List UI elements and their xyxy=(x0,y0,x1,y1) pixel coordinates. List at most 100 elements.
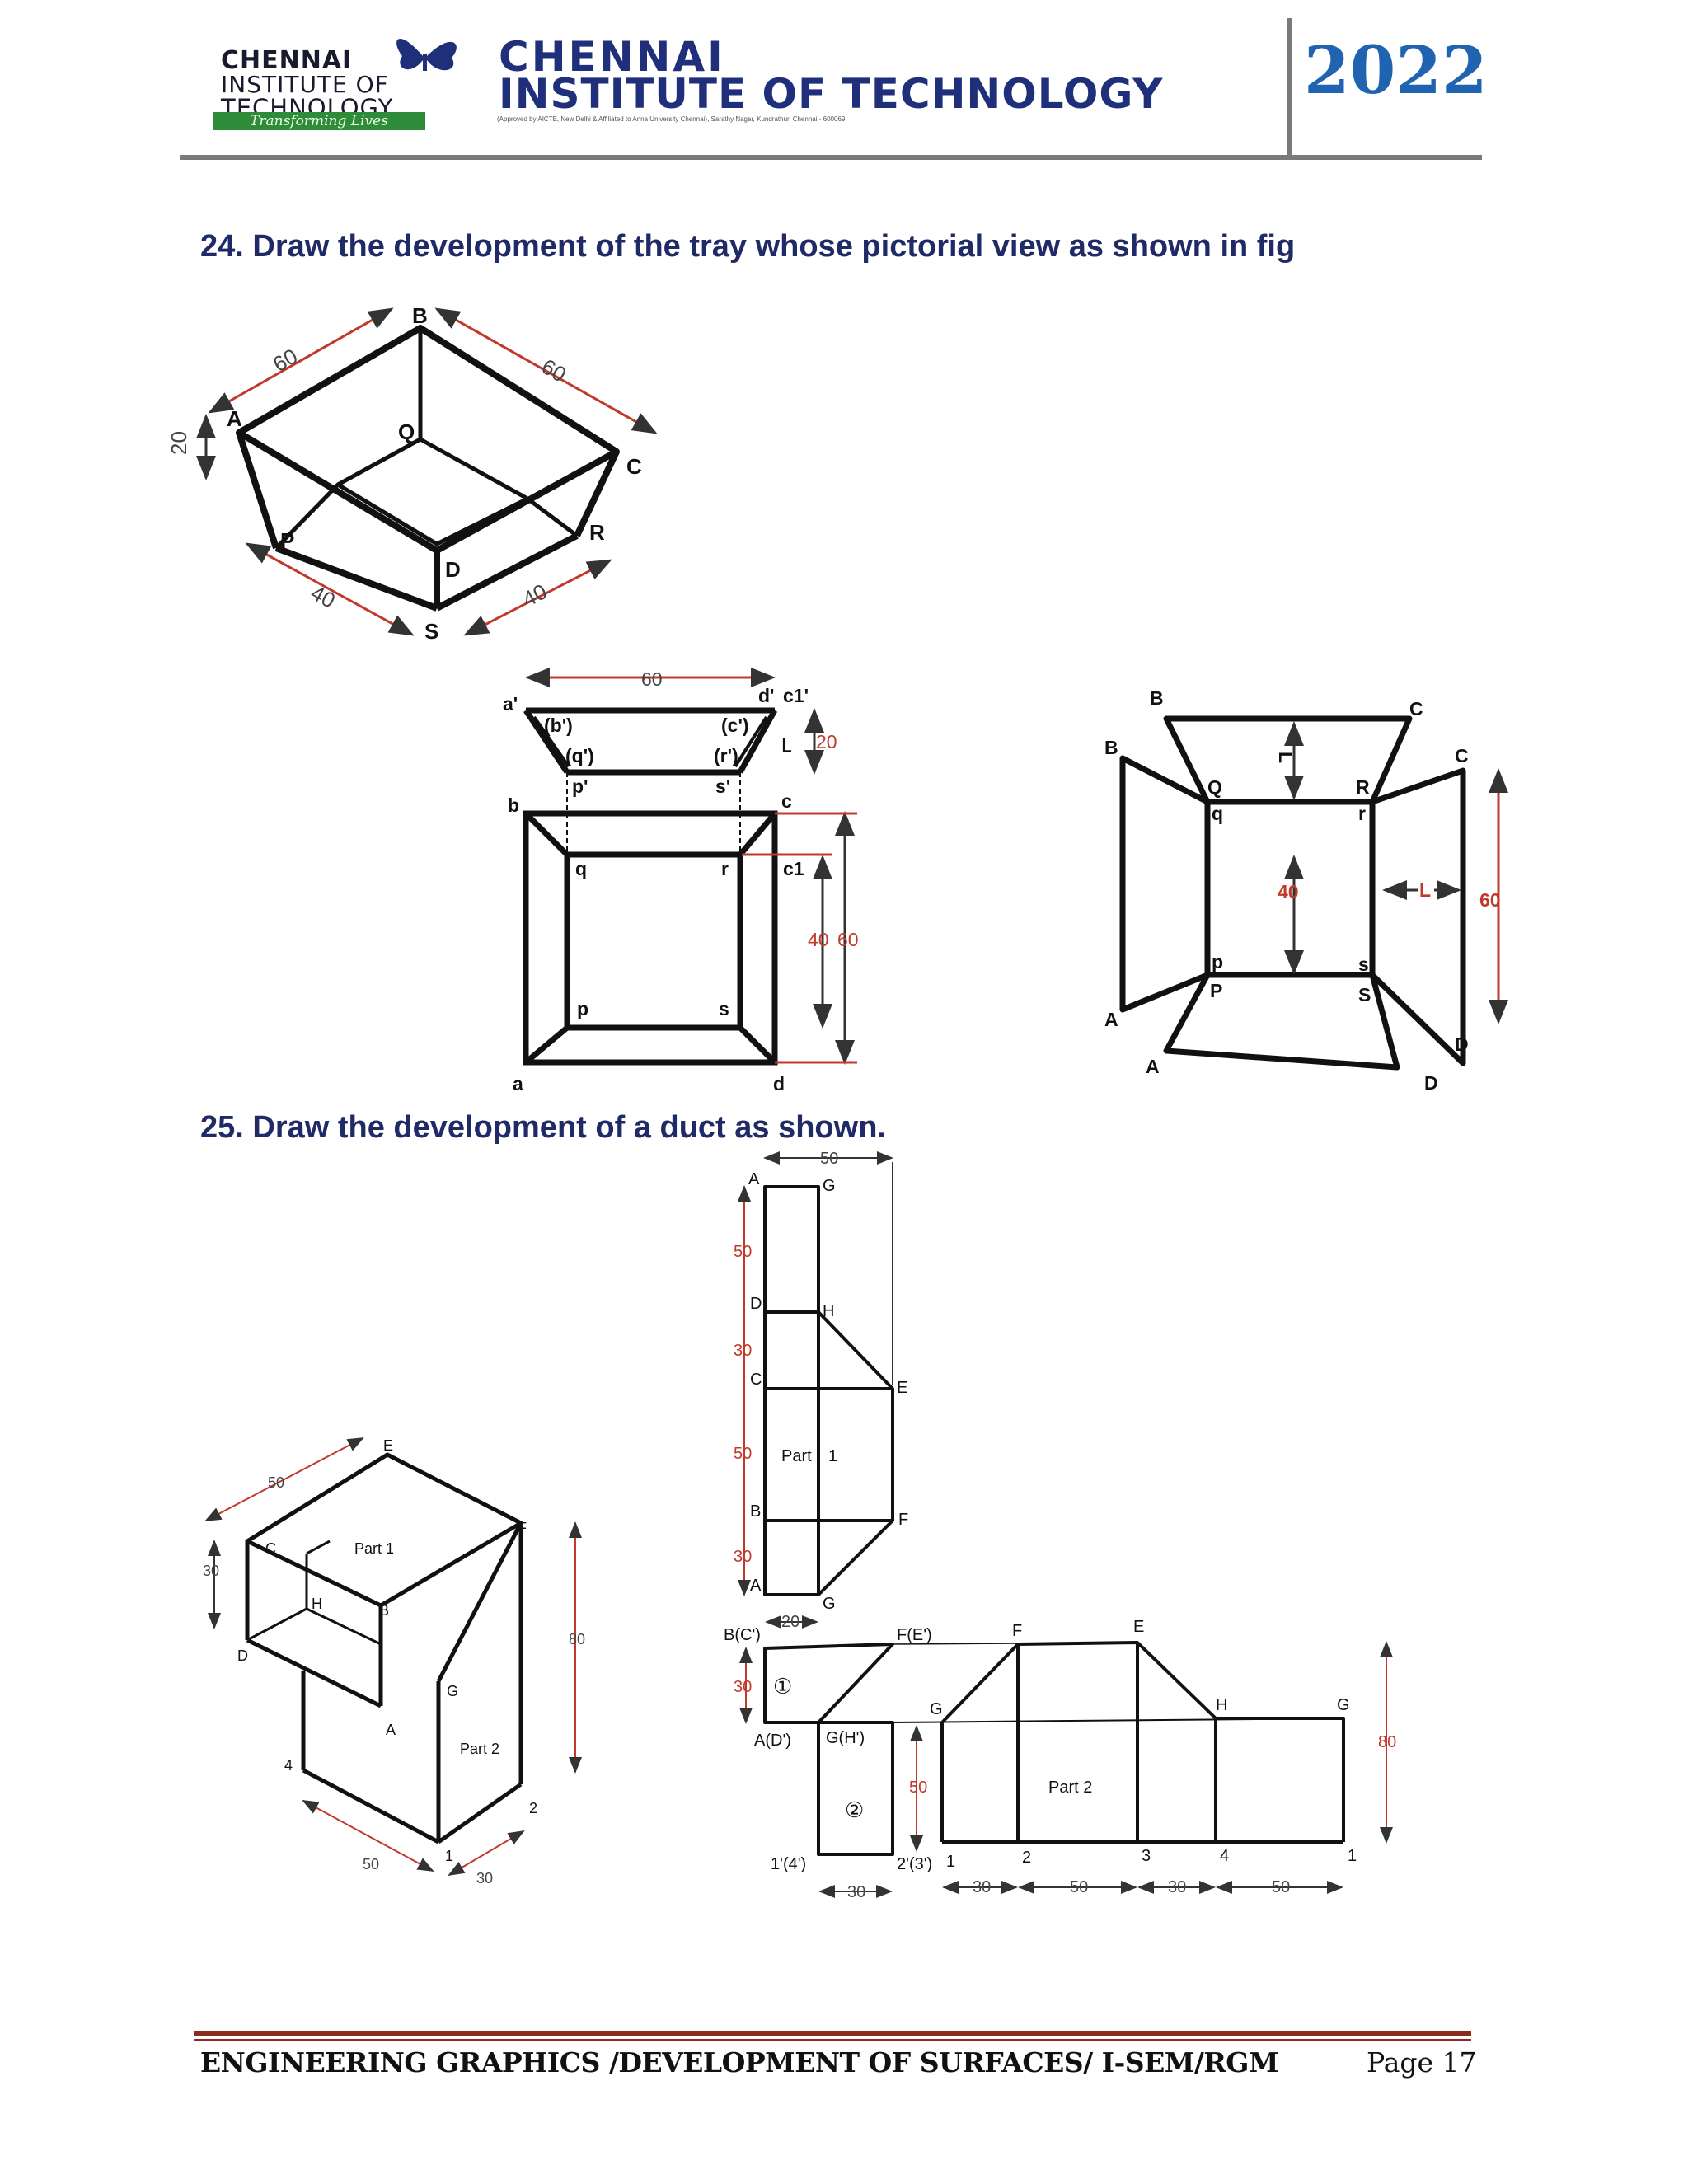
logo-text-line1: CHENNAI xyxy=(221,46,353,75)
header-divider-vertical xyxy=(1287,18,1292,158)
ortho-label-c-prime: (c') xyxy=(721,715,749,736)
tray-label-R: R xyxy=(589,520,605,545)
ortho-label-b-prime: (b') xyxy=(544,715,573,736)
part1-label-C: C xyxy=(750,1371,762,1389)
tray-label-B: B xyxy=(412,303,428,328)
part2-dim-30-b: 30 xyxy=(973,1878,991,1896)
tray-label-D: D xyxy=(445,557,461,582)
part2-label-4: 4 xyxy=(1220,1847,1229,1865)
tray-orthographic-figure xyxy=(523,707,778,1066)
duct-label-A: A xyxy=(386,1722,396,1738)
duct-pictorial-figure xyxy=(245,1452,523,1844)
ortho-label-p: p xyxy=(577,998,588,1019)
part2-label-G-left: G xyxy=(930,1700,943,1718)
duct-dim-50-bottom: 50 xyxy=(363,1856,379,1872)
part1-label-B: B xyxy=(750,1502,761,1521)
part1-label-G-bottom: G xyxy=(823,1595,836,1613)
dev-label-A-bottom: A xyxy=(1146,1056,1160,1077)
duct-label-part2: Part 2 xyxy=(460,1741,499,1757)
part1-label-F: F xyxy=(898,1511,908,1529)
duct-part2-dimlines xyxy=(739,1615,1393,1898)
ortho-label-d: d xyxy=(773,1073,785,1094)
tray-label-S: S xyxy=(424,619,438,644)
duct-label-G: G xyxy=(447,1683,458,1699)
part2-label-GH: G(H') xyxy=(826,1729,865,1747)
ortho-label-r-prime: (r') xyxy=(714,745,738,766)
part1-label-H: H xyxy=(823,1302,834,1320)
part2-label-1-left: 1 xyxy=(946,1853,955,1871)
part2-label-14-prime: 1'(4') xyxy=(771,1855,806,1873)
duct-pictorial-text: E C H B F G A D 4 1 2 Part 1 Part 2 50 3… xyxy=(203,1437,585,1886)
part1-label-E: E xyxy=(897,1379,907,1397)
part1-label-1: 1 xyxy=(828,1447,837,1465)
ortho-label-q-prime: (q') xyxy=(565,745,594,766)
tray-ortho-dimlines xyxy=(525,668,857,1065)
duct-dim-30-left: 30 xyxy=(203,1563,219,1579)
ortho-label-s: s xyxy=(719,998,729,1019)
duct-label-1: 1 xyxy=(445,1848,453,1864)
question-24: 24. Draw the development of the tray who… xyxy=(200,229,1295,265)
part2-dim-30-c: 30 xyxy=(1168,1878,1186,1896)
dev-label-S: S xyxy=(1358,984,1371,1005)
ortho-label-c: c xyxy=(781,790,792,812)
dev-dim-40: 40 xyxy=(1278,881,1299,902)
duct-label-part1: Part 1 xyxy=(354,1540,394,1557)
part1-dim-50-top: 50 xyxy=(820,1150,838,1168)
tray-dev-dimlines xyxy=(1284,721,1508,1024)
butterfly-icon xyxy=(396,39,457,71)
part1-dim-30-a: 30 xyxy=(734,1342,752,1360)
part2-dim-50-b: 50 xyxy=(1272,1878,1290,1896)
dev-label-B-left: B xyxy=(1104,737,1118,758)
part1-dim-30-b: 30 xyxy=(734,1548,752,1566)
institute-affiliation: (Approved by AICTE, New Delhi & Affiliat… xyxy=(497,115,846,123)
part1-label-D: D xyxy=(750,1295,762,1313)
duct-pictorial-dimlines xyxy=(204,1437,582,1877)
tray-ortho-dim-40: 40 xyxy=(808,929,829,950)
dev-label-C-right: C xyxy=(1455,745,1469,766)
part2-label-H: H xyxy=(1216,1696,1227,1714)
duct-part1-text: 50 50 30 50 30 A G D H C E Part 1 B F A … xyxy=(734,1150,908,1613)
part2-label-BC: B(C') xyxy=(724,1626,761,1644)
dev-label-P: P xyxy=(1210,980,1222,1001)
dev-label-D-right: D xyxy=(1455,1033,1469,1055)
part2-label-E: E xyxy=(1133,1618,1144,1636)
duct-part1-dimlines xyxy=(738,1151,893,1596)
dev-label-C-top: C xyxy=(1409,698,1423,719)
duct-label-C: C xyxy=(265,1540,276,1557)
duct-part1-development xyxy=(763,1185,894,1596)
ortho-label-s-prime: s' xyxy=(715,776,730,797)
tray-development-figure xyxy=(1119,715,1466,1071)
question-text: Draw the development of a duct as shown. xyxy=(252,1110,886,1145)
tray-ortho-dim-60: 60 xyxy=(641,668,663,690)
ortho-label-c1: c1 xyxy=(783,858,804,879)
part2-circled-1: ① xyxy=(773,1674,792,1699)
dev-label-Q: Q xyxy=(1207,776,1222,798)
ortho-label-r: r xyxy=(721,858,729,879)
tray-dim-40-left: 40 xyxy=(307,580,340,613)
header-divider xyxy=(180,155,1482,160)
tray-ortho-dim-L: L xyxy=(781,734,792,756)
part2-dim-30-a: 30 xyxy=(847,1883,865,1901)
duct-dim-80: 80 xyxy=(569,1631,585,1647)
dev-label-A-left: A xyxy=(1104,1009,1118,1030)
institute-name-line1: CHENNAI xyxy=(499,33,725,81)
duct-label-2: 2 xyxy=(529,1800,537,1816)
tray-ortho-dim-60v: 60 xyxy=(837,929,859,950)
logo-text-line2: INSTITUTE OF xyxy=(221,71,389,98)
part2-dim-50: 50 xyxy=(909,1779,927,1797)
tray-pictorial-dimlines xyxy=(196,307,658,636)
dev-label-R: R xyxy=(1356,776,1370,798)
duct-label-E: E xyxy=(383,1437,393,1454)
duct-dim-50-top: 50 xyxy=(268,1474,284,1491)
tray-development-text: L 40 L 60 B C B C Q q R r P p S s A A D … xyxy=(1104,687,1501,1094)
duct-label-F: F xyxy=(518,1520,527,1536)
ortho-label-a-prime: a' xyxy=(503,693,518,715)
part1-dim-50-a: 50 xyxy=(734,1243,752,1261)
part2-label-1-right: 1 xyxy=(1348,1847,1357,1865)
duct-label-D: D xyxy=(237,1647,248,1664)
part2-label-G-right: G xyxy=(1337,1696,1350,1714)
institute-logo: CHENNAI INSTITUTE OF TECHNOLOGY Transfor… xyxy=(213,23,460,134)
tray-orthographic-text: 60 20 L 40 60 a' (b') (c') d' c1' (q') (… xyxy=(503,668,859,1094)
part1-dim-50-b: 50 xyxy=(734,1445,752,1463)
